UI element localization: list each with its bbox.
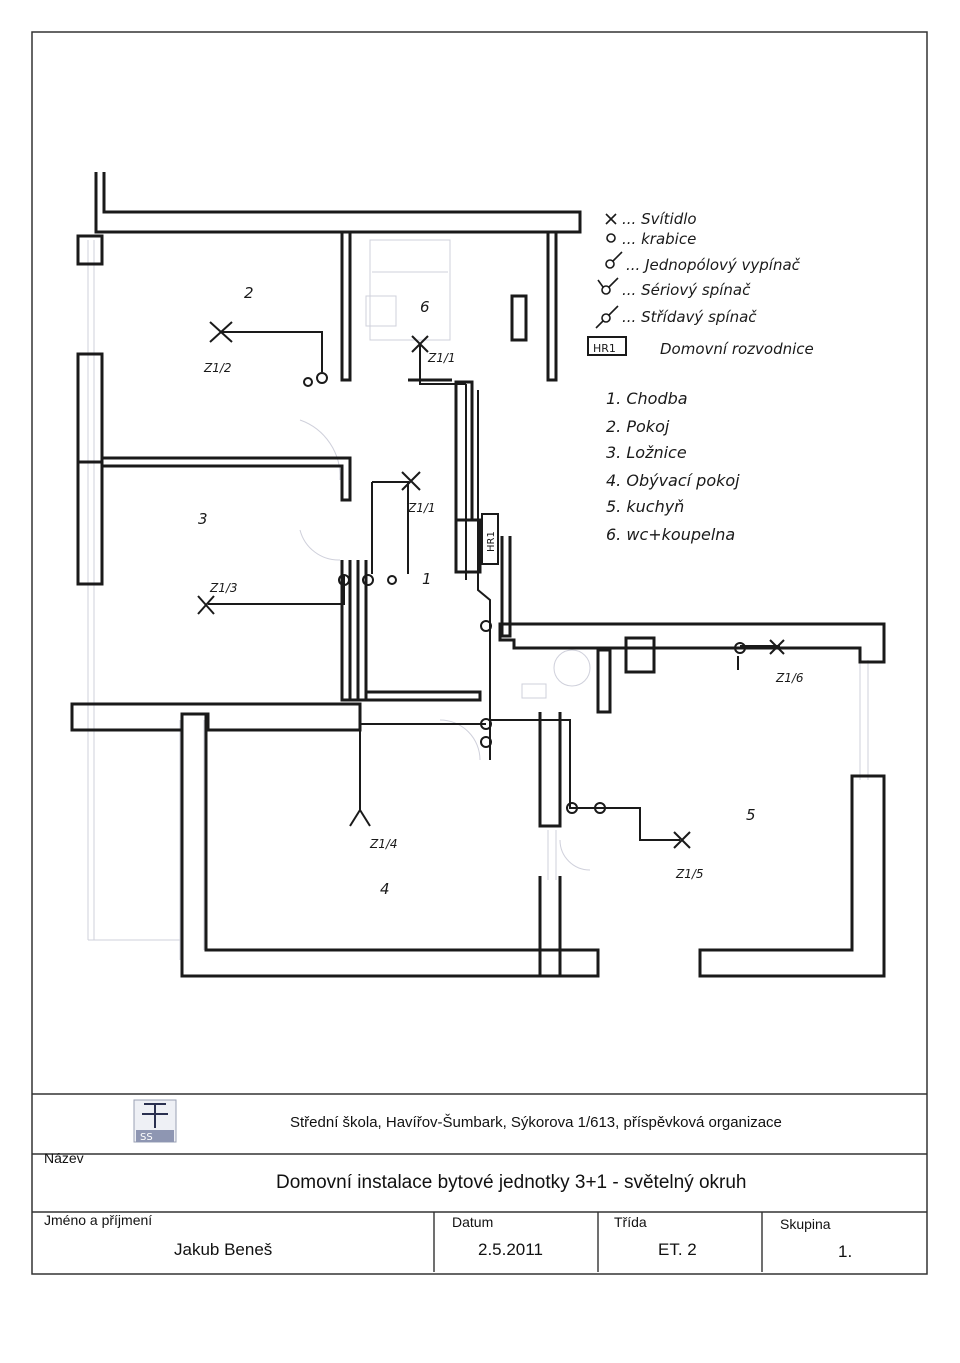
box-corridor [362, 574, 374, 586]
legend-label-krabice: ... krabice [622, 230, 696, 248]
skupina-value: 1. [838, 1242, 853, 1261]
skupina-label: Skupina [780, 1216, 831, 1232]
light-fixtures [197, 321, 785, 849]
hr1-panel-plan [481, 513, 499, 565]
switch-living [480, 736, 492, 748]
box-room5 [734, 642, 746, 654]
wiring [208, 331, 780, 841]
boxes-switches [303, 372, 746, 814]
room-list-6: 6. wc+koupelna [606, 525, 735, 544]
switch-room2 [303, 377, 313, 387]
room-list-5: 5. kuchyň [606, 497, 684, 516]
jmeno-label: Jméno a příjmení [44, 1212, 153, 1228]
legend-hr1-symbol: HR1 [593, 342, 616, 355]
box-kitchen [566, 802, 578, 814]
plan-labels: 2 6 3 1 4 5 Z1/2 Z1/1 Z1/1 Z1/3 Z1/4 Z1/… [198, 284, 804, 898]
box-hall [480, 620, 492, 632]
room-number-3: 3 [198, 510, 208, 528]
room-number-1: 1 [422, 570, 432, 588]
room-list-3: 3. Ložnice [606, 443, 687, 462]
title-block-grid [32, 1093, 927, 1272]
room-list-4: 4. Obývací pokoj [606, 471, 740, 490]
legend-symbols [587, 213, 627, 356]
room-number-2: 2 [244, 284, 254, 302]
legend-label-series-switch: ... Sériový spínač [622, 281, 751, 299]
legend-label-svitidlo: ... Svítidlo [622, 210, 697, 228]
room-number-4: 4 [380, 880, 390, 898]
walls [70, 172, 886, 978]
logo-text: SS [140, 1132, 153, 1143]
box-room3 [338, 574, 350, 586]
light-z14-fan [349, 809, 371, 827]
school-name: Střední škola, Havířov-Šumbark, Sýkorova… [290, 1114, 782, 1131]
switch-kitchen [594, 802, 606, 814]
legend-label-single-switch: ... Jednopólový vypínač [626, 256, 801, 274]
room-list-2: 2. Pokoj [606, 417, 670, 436]
drawing-frame [31, 31, 928, 1275]
room-list-1: 1. Chodba [606, 389, 688, 408]
datum-label: Datum [452, 1214, 494, 1230]
switch-corridor [387, 575, 397, 585]
trida-label: Třída [614, 1214, 647, 1230]
nazev-label: Název [44, 1150, 84, 1166]
light-z11-bath [411, 335, 429, 353]
jmeno-value: Jakub Beneš [174, 1240, 273, 1259]
light-label-z13: Z1/3 [209, 581, 238, 595]
school-logo: SS [133, 1099, 177, 1143]
room-number-6: 6 [420, 298, 430, 316]
datum-value: 2.5.2011 [478, 1240, 543, 1259]
room-list: 1. Chodba 2. Pokoj 3. Ložnice 4. Obývací… [606, 389, 740, 544]
light-label-z12: Z1/2 [203, 361, 232, 375]
hr1-panel-label: HR1 [486, 531, 497, 552]
trida-value: ET. 2 [658, 1240, 697, 1259]
light-z12 [209, 321, 233, 343]
light-z11 [401, 471, 421, 491]
light-label-z15: Z1/5 [675, 867, 704, 881]
box-living [480, 718, 492, 730]
light-label-z11-bath: Z1/1 [427, 351, 456, 365]
box-room2 [316, 372, 328, 384]
room-number-5: 5 [746, 806, 756, 824]
background-lines [87, 239, 869, 960]
light-label-z14: Z1/4 [369, 837, 398, 851]
light-label-z16: Z1/6 [775, 671, 804, 685]
light-z13 [197, 595, 215, 615]
light-label-z11: Z1/1 [407, 501, 436, 515]
legend: ... Svítidlo ... krabice ... Jednopólový… [593, 210, 814, 358]
drawing-title: Domovní instalace bytové jednotky 3+1 - … [276, 1172, 747, 1193]
light-z15 [673, 831, 691, 849]
legend-label-hr1: Domovní rozvodnice [660, 340, 814, 358]
legend-label-changeover-switch: ... Střídavý spínač [622, 308, 757, 326]
light-z16 [769, 639, 785, 655]
